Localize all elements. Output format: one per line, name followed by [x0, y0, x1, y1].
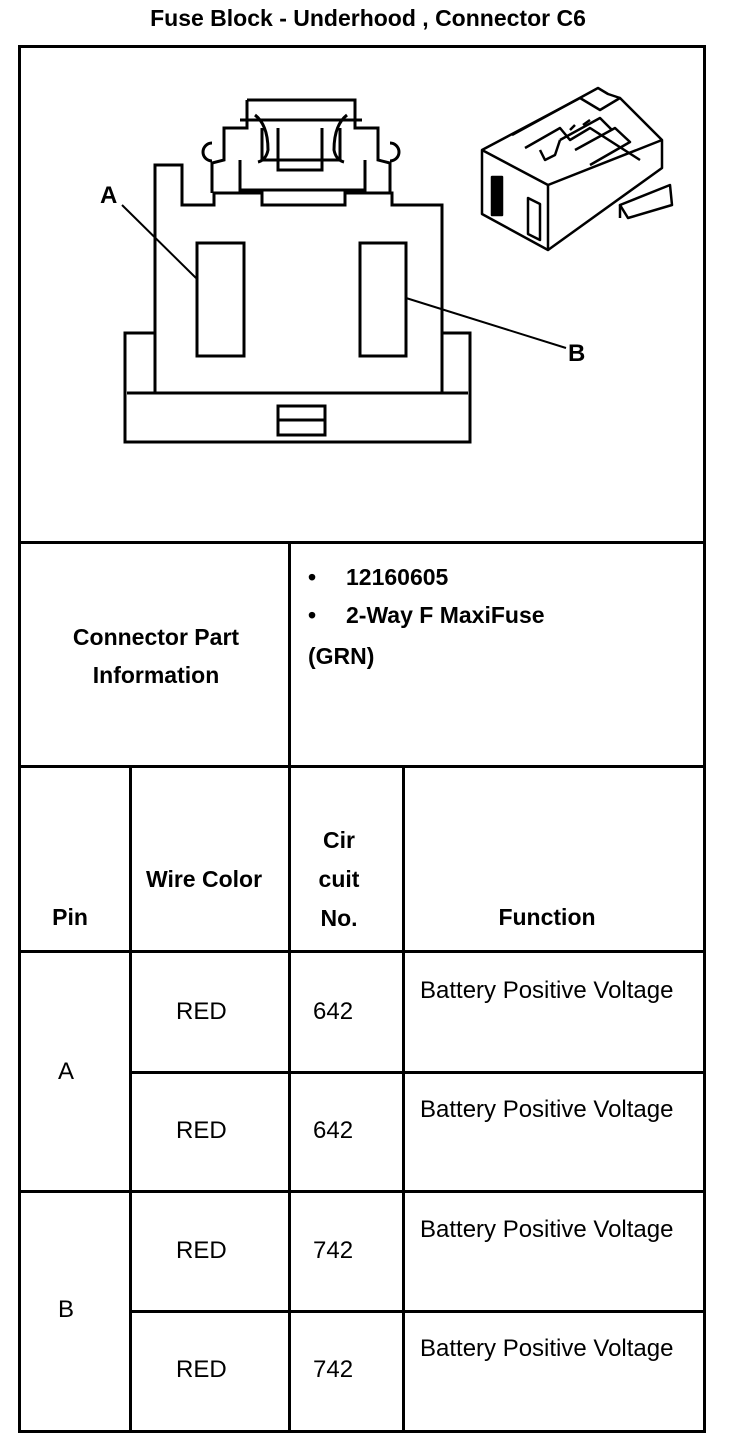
divider-diagram — [18, 541, 706, 544]
table-left-border — [18, 45, 21, 1433]
part-number: 12160605 — [346, 564, 449, 590]
connector-3d-view — [480, 86, 674, 252]
part-color: (GRN) — [308, 643, 375, 669]
function-cell: Battery Positive Voltage — [420, 1096, 674, 1123]
circuit-cell: 742 — [313, 1356, 354, 1383]
bullet-icon: • — [308, 602, 317, 628]
divider-row-3 — [130, 1310, 706, 1313]
divider-part-col — [288, 541, 291, 768]
pin-value-a: A — [58, 1058, 75, 1085]
divider-pin-group — [18, 1190, 706, 1193]
col-divider-pin — [129, 765, 132, 1433]
connector-diagram — [121, 86, 674, 444]
leader-line-b — [405, 297, 567, 349]
header-function: Function — [498, 904, 596, 930]
pin-label-a: A — [100, 182, 118, 209]
circuit-cell: 642 — [313, 1117, 354, 1144]
divider-header — [18, 950, 706, 953]
header-pin: Pin — [52, 904, 88, 930]
page-title: Fuse Block - Underhood , Connector C6 — [150, 5, 586, 31]
circuit-cell: 642 — [313, 998, 354, 1025]
terminal-b — [358, 241, 408, 358]
header-wire-color: Wire Color — [145, 866, 263, 892]
pin-label-b: B — [568, 340, 586, 367]
terminal-a — [195, 241, 246, 358]
col-divider-circuit — [402, 765, 405, 1433]
table-right-border — [703, 45, 706, 1433]
function-cell: Battery Positive Voltage — [420, 1335, 674, 1362]
col-divider-wire — [288, 765, 291, 1433]
wire-color-cell: RED — [176, 1356, 227, 1383]
function-cell: Battery Positive Voltage — [420, 977, 674, 1004]
table-bottom-border — [18, 1430, 706, 1433]
pin-value-b: B — [58, 1296, 75, 1323]
wire-color-cell: RED — [176, 998, 227, 1025]
wire-color-cell: RED — [176, 1237, 227, 1264]
part-description: 2-Way F MaxiFuse — [346, 602, 545, 628]
bullet-icon: • — [308, 564, 317, 590]
circuit-cell: 742 — [313, 1237, 354, 1264]
connector-body — [123, 163, 472, 444]
divider-part-info — [18, 765, 706, 768]
header-circuit: Cir cuit No. — [318, 827, 360, 931]
leader-line-a — [121, 204, 197, 279]
function-cell: Battery Positive Voltage — [420, 1216, 674, 1243]
wire-color-cell: RED — [176, 1117, 227, 1144]
table-top-border — [18, 45, 706, 48]
divider-row-1 — [130, 1071, 706, 1074]
part-info-heading: Connector Part Information — [72, 624, 240, 688]
